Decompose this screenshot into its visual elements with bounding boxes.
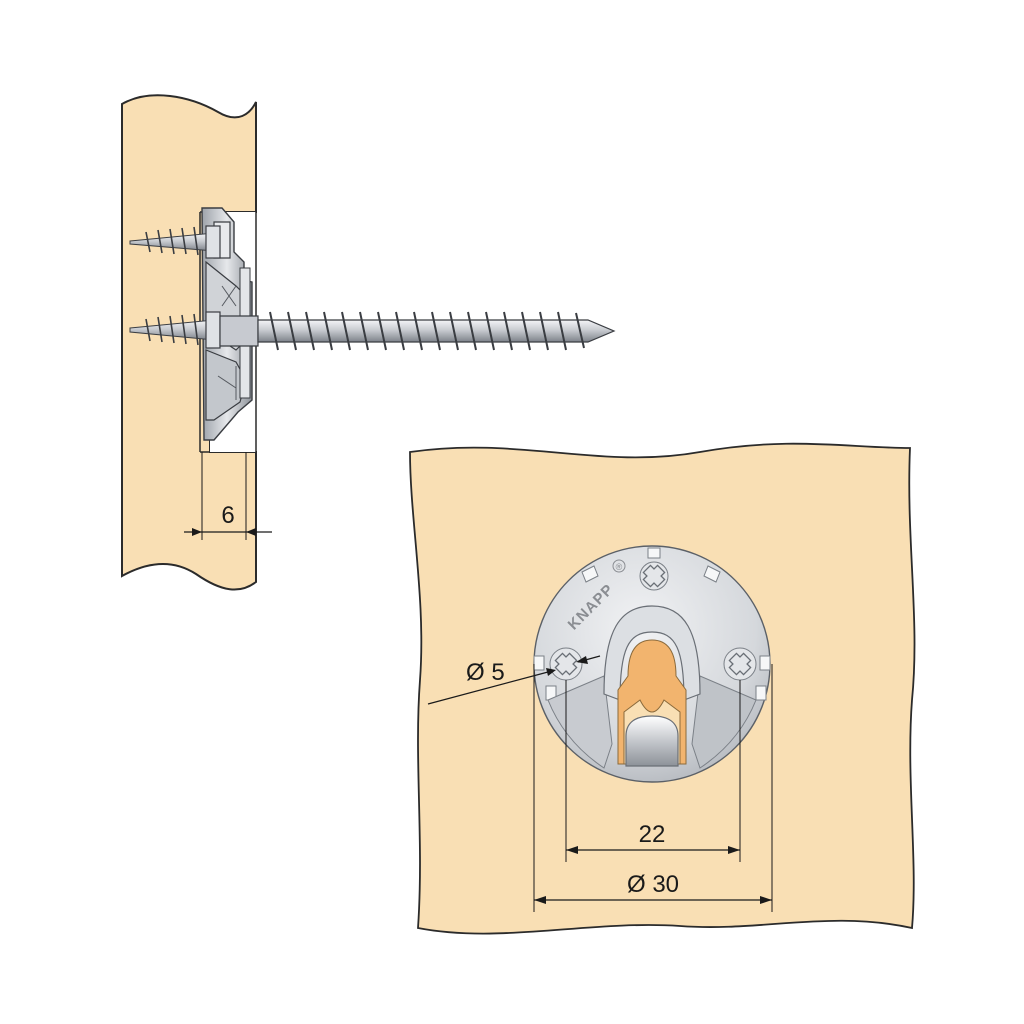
hole-spacing-dimension: 22 [565,680,741,862]
hole-spacing-label: 22 [639,821,666,848]
upper-wood-screw [129,225,221,259]
screw-head-top [639,561,669,591]
lower-wood-screw [129,311,221,349]
disc-diameter-label: Ø 30 [627,871,679,898]
hole-diameter-label: Ø 5 [466,659,505,686]
disc-diameter-dimension: Ø 30 [533,664,773,912]
recess-depth-label: 6 [221,502,234,529]
screw-head-left [549,647,583,681]
long-connector-bolt [219,311,616,351]
front-view: KNAPP ® Ø 5 22 Ø [409,442,916,935]
connector-disc: KNAPP ® [533,545,771,783]
hook-clip [625,715,679,767]
screw-head-right [723,647,757,681]
registered-mark: ® [616,562,623,572]
recess-depth-dimension: 6 [184,452,272,540]
side-section-view: 6 [121,94,616,591]
hole-diameter-dimension: Ø 5 [427,655,601,705]
